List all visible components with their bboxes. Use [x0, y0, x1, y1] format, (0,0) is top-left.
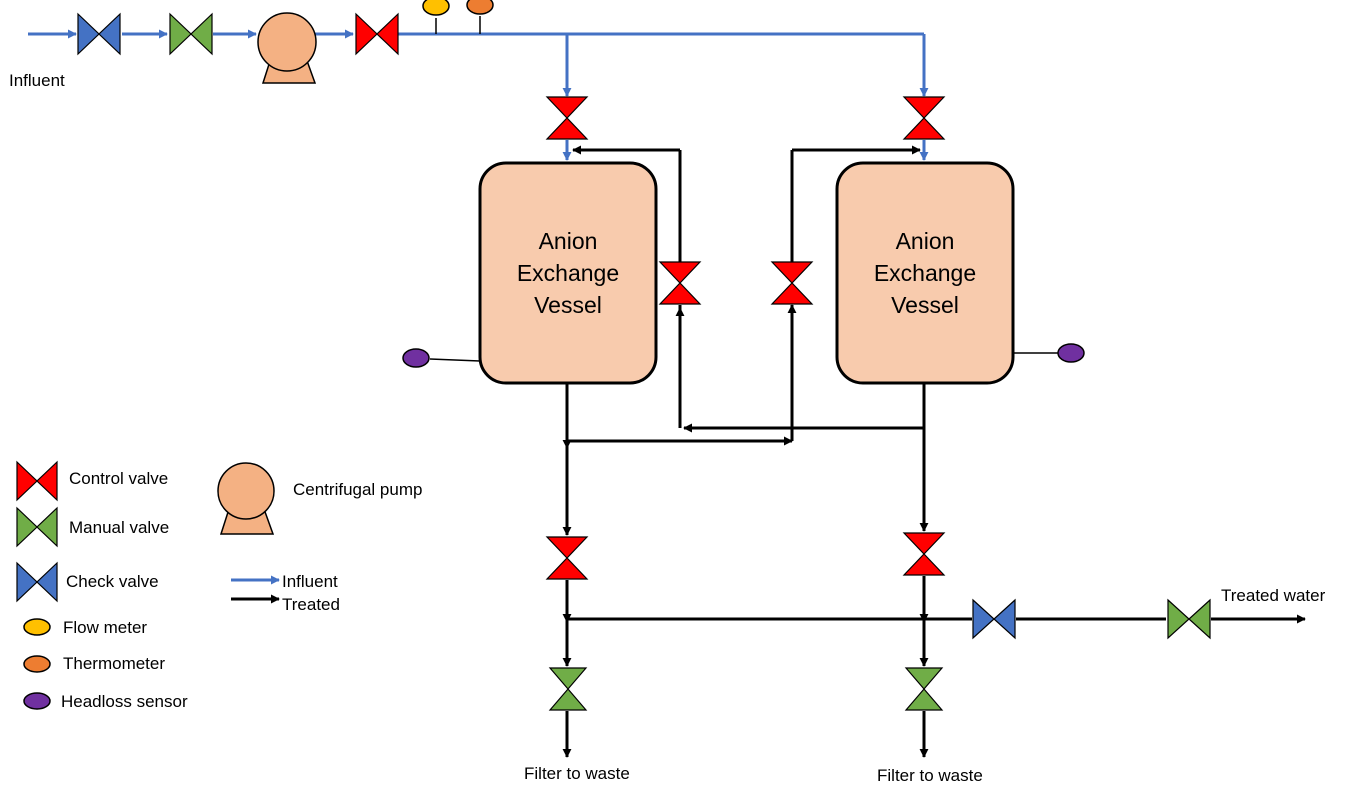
filter-to-waste-left-label: Filter to waste: [524, 764, 630, 783]
legend-headloss-sensor-icon: [23, 692, 51, 710]
vessel-left-line3: Vessel: [534, 292, 602, 318]
manual-valve-waste-left-icon: [548, 667, 588, 711]
vessel-right-line1: Anion: [895, 228, 955, 254]
legend-manual-valve-label: Manual valve: [69, 518, 170, 537]
vessel-right-line3: Vessel: [891, 292, 959, 318]
legend-manual-valve-icon: [16, 506, 58, 548]
control-valve-crossover-right-icon: [770, 261, 814, 305]
influent-piping: [28, 29, 929, 585]
vessel-left: [478, 161, 658, 385]
control-valve-outlet-right-icon: [902, 532, 946, 576]
legend-thermometer-label: Thermometer: [63, 654, 166, 673]
headloss-sensor-right-icon: [1013, 343, 1085, 363]
legend-influent-line-label: Influent: [282, 572, 338, 591]
vessel-right-line2: Exchange: [873, 260, 977, 286]
centrifugal-pump-icon: [257, 12, 317, 84]
legend-control-valve-label: Control valve: [69, 469, 169, 488]
vessel-left-line1: Anion: [538, 228, 598, 254]
treated-piping: [231, 145, 1306, 758]
legend-check-valve-icon: [16, 561, 58, 603]
legend-flow-meter-label: Flow meter: [63, 618, 148, 637]
manual-valve-treated-icon: [1167, 598, 1211, 640]
headloss-sensor-left-icon: [402, 348, 481, 368]
vessel-right-label: Anion Exchange Vessel: [837, 225, 1013, 321]
legend-treated-line-label: Treated: [282, 595, 340, 614]
control-valve-inlet-right-icon: [902, 96, 946, 140]
vessel-left-line2: Exchange: [516, 260, 620, 286]
treated-water-label: Treated water: [1221, 586, 1326, 605]
check-valve-influent-icon: [77, 12, 121, 56]
manual-valve-influent-icon: [169, 12, 213, 56]
legend-thermometer-icon: [23, 655, 51, 673]
flow-meter-icon: [422, 0, 450, 34]
influent-label: Influent: [9, 71, 65, 90]
legend-check-valve-label: Check valve: [66, 572, 159, 591]
legend-flow-meter-icon: [23, 618, 51, 636]
filter-to-waste-right-label: Filter to waste: [877, 766, 983, 785]
control-valve-outlet-left-icon: [545, 536, 589, 580]
legend-control-valve-icon: [16, 460, 58, 502]
control-valve-inlet-left-icon: [545, 96, 589, 140]
control-valve-crossover-left-icon: [658, 261, 702, 305]
control-valve-influent-icon: [355, 12, 399, 56]
legend-centrifugal-pump-label: Centrifugal pump: [293, 480, 423, 499]
check-valve-treated-icon: [972, 598, 1016, 640]
manual-valve-waste-right-icon: [904, 667, 944, 711]
legend-headloss-sensor-label: Headloss sensor: [61, 692, 188, 711]
legend-pump-icon: [217, 462, 275, 535]
vessel-left-label: Anion Exchange Vessel: [480, 225, 656, 321]
vessel-right: [835, 161, 1015, 385]
thermometer-icon: [466, 0, 494, 34]
